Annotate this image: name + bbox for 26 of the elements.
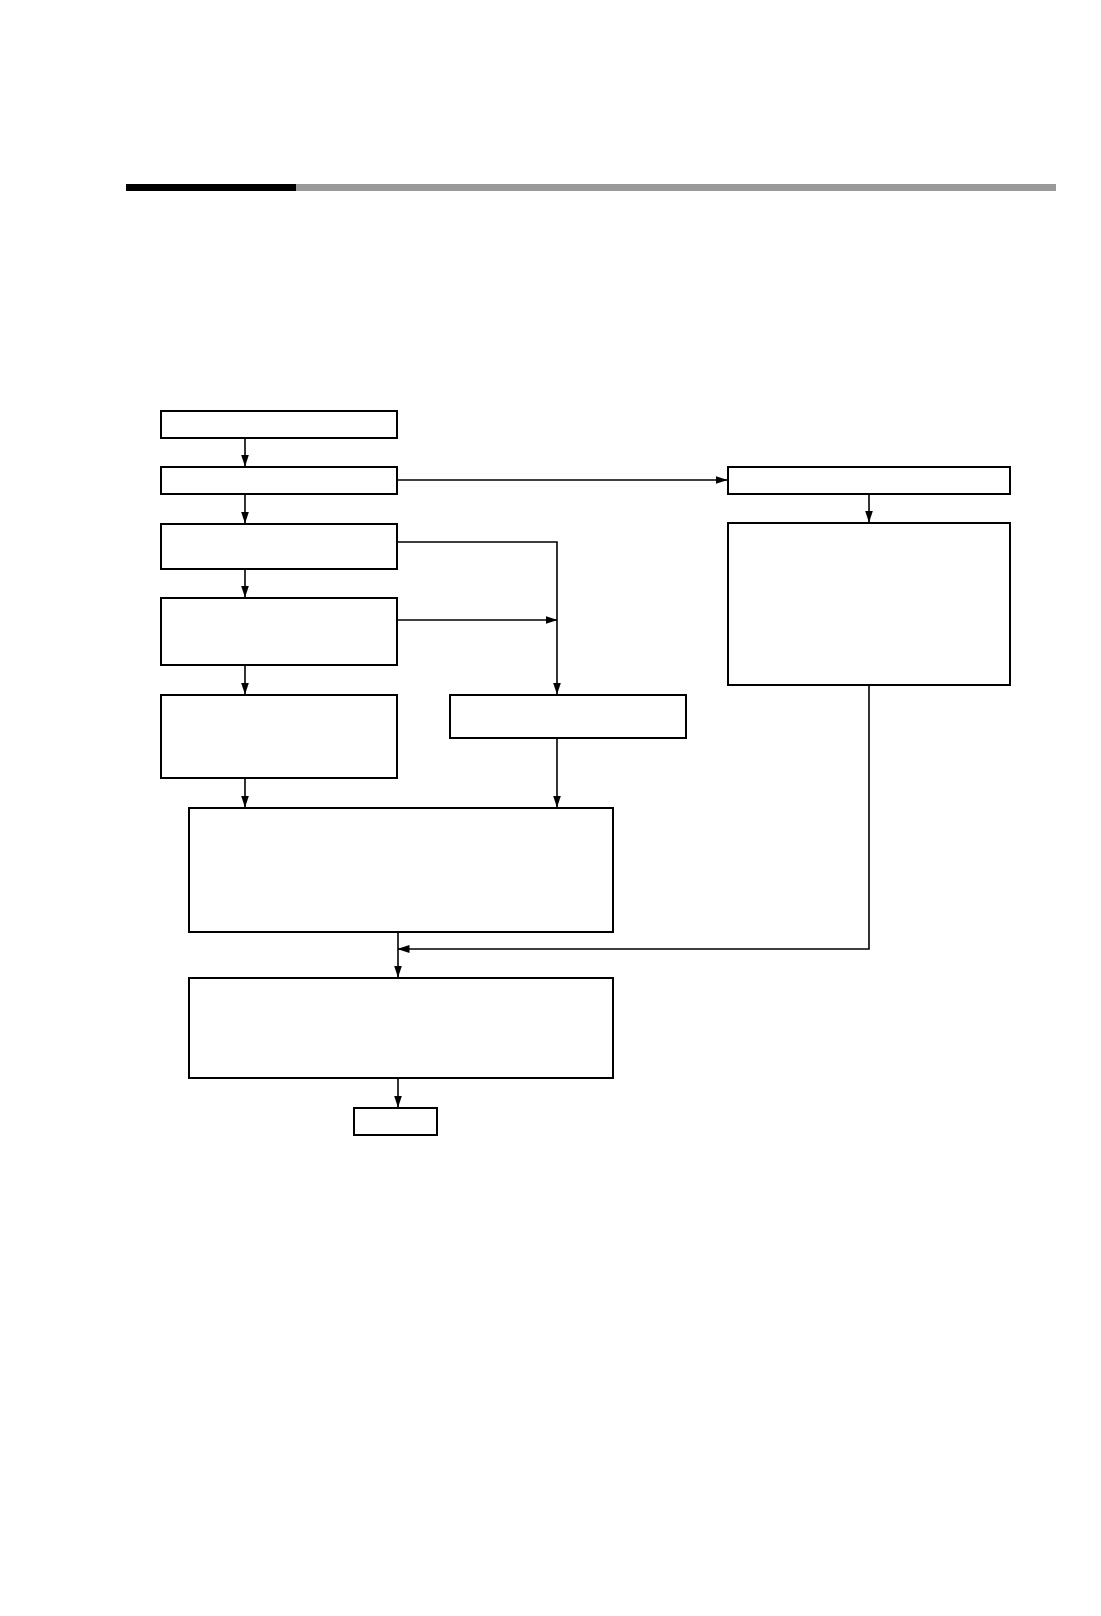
arrow [394, 948, 402, 978]
arrow [241, 438, 249, 467]
arrow [241, 569, 249, 598]
connector-line [397, 541, 558, 621]
arrow [394, 1078, 402, 1108]
arrow [553, 619, 561, 695]
process-box [727, 522, 1011, 686]
process-box [353, 1107, 438, 1136]
arrow [241, 494, 249, 524]
arrow [397, 616, 558, 624]
arrow [241, 778, 249, 808]
process-box [160, 410, 398, 439]
process-box [449, 694, 687, 739]
process-box [188, 977, 614, 1079]
process-box [160, 597, 398, 666]
arrow [397, 685, 870, 953]
arrow [241, 665, 249, 695]
process-box [188, 807, 614, 933]
arrow [553, 738, 561, 808]
arrow [865, 494, 873, 523]
process-box [160, 466, 398, 495]
process-box [160, 694, 398, 779]
process-box [160, 523, 398, 570]
arrow [397, 476, 728, 484]
process-box [727, 466, 1011, 495]
connector-line [397, 932, 399, 950]
